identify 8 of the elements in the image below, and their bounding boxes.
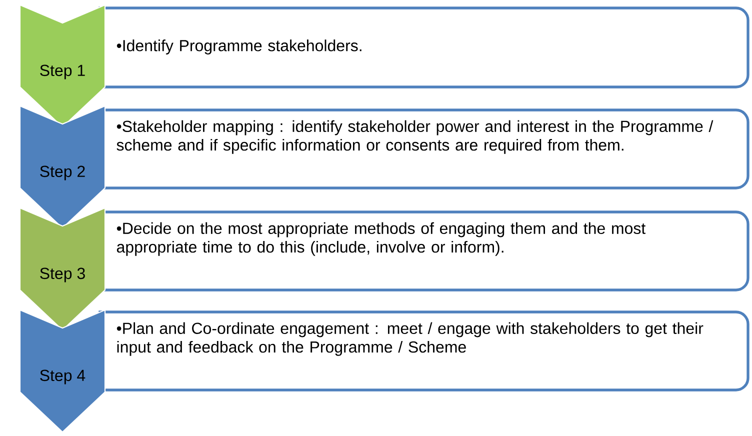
text-box: •Identify Programme stakeholders. bbox=[98, 6, 750, 88]
step-banner: Step 3 bbox=[19, 207, 106, 331]
text-box: •Stakeholder mapping : identify stakeholder power and interest in the Programme / scheme and if specific information or consents are required from them. bbox=[98, 108, 750, 190]
step-banner: Step 2 bbox=[19, 105, 106, 229]
text-box: •Decide on the most appropriate methods of engaging them and the most appropriate time to do this (include, involve or inform). bbox=[98, 210, 750, 292]
step-banner: Step 1 bbox=[19, 4, 106, 128]
text-box: •Plan and Co-ordinate engagement : meet / engage with stakeholders to get their input and feedback on the Programme / Scheme bbox=[98, 310, 750, 392]
step-banner: Step 4 bbox=[19, 309, 106, 433]
